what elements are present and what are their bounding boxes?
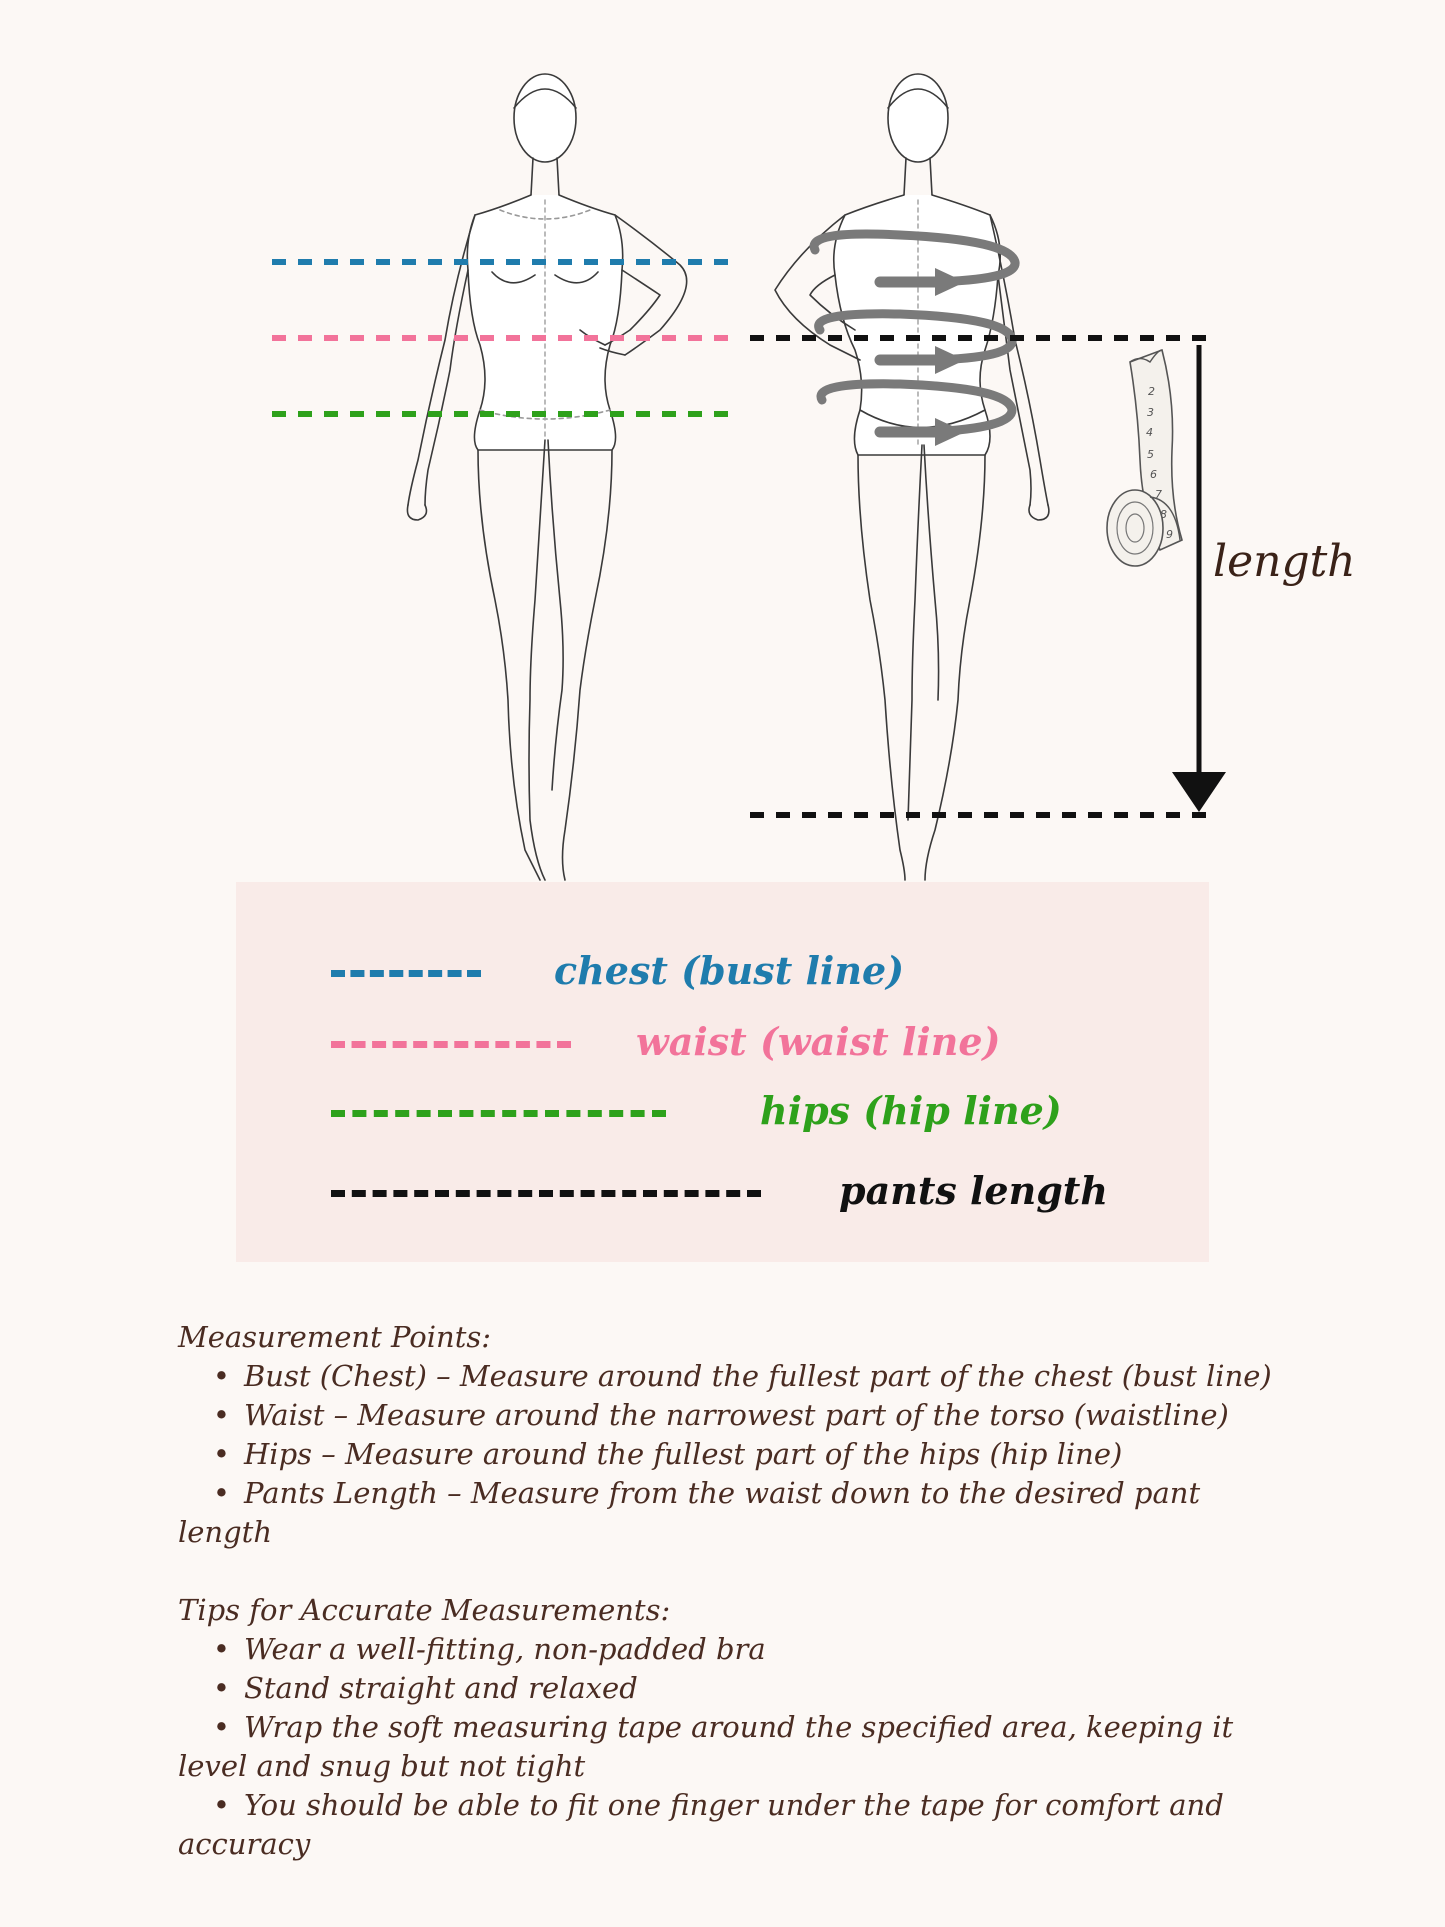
measurement-list: •Bust (Chest) – Measure around the fulle… (178, 1357, 1288, 1552)
measuring-tape-icon: 2 3 4 5 6 7 8 9 (1106, 348, 1183, 567)
legend-item-waist: waist (waist line) (236, 1019, 1209, 1069)
legend-label: hips (hip line) (760, 1088, 1062, 1133)
wrap-arrowheads (935, 268, 965, 446)
list-item: •Stand straight and relaxed (212, 1671, 638, 1705)
back-figure (774, 73, 1050, 881)
tape-mark: 6 (1150, 468, 1157, 481)
legend-swatch (331, 1110, 666, 1117)
legend-label: chest (bust line) (554, 948, 905, 993)
section-title: Measurement Points: (178, 1320, 491, 1354)
hip-wrap-arrow-icon (816, 379, 1017, 437)
tape-mark: 8 (1160, 508, 1167, 521)
list-item: •Waist – Measure around the narrowest pa… (212, 1398, 1229, 1432)
body-measurement-diagram: 2 3 4 5 6 7 8 9 (272, 73, 1226, 881)
legend: chest (bust line) waist (waist line) hip… (236, 882, 1209, 1262)
legend-label: pants length (839, 1168, 1108, 1213)
length-label: length (1213, 536, 1356, 587)
legend-item-pants-length: pants length (236, 1168, 1209, 1218)
section-title: Tips for Accurate Measurements: (178, 1593, 671, 1627)
legend-label: waist (waist line) (636, 1019, 1001, 1064)
chest-wrap-arrow-icon (809, 229, 1020, 287)
waist-wrap-arrow-icon (814, 309, 1017, 365)
tape-mark: 2 (1148, 385, 1155, 398)
tape-mark: 3 (1147, 406, 1154, 419)
legend-swatch (331, 970, 481, 977)
tape-mark: 7 (1155, 488, 1162, 501)
legend-swatch (331, 1041, 571, 1048)
tips-list: •Wear a well-fitting, non-padded bra •St… (178, 1630, 1288, 1864)
legend-swatch (331, 1190, 761, 1197)
measurement-notes: Measurement Points: •Bust (Chest) – Meas… (178, 1318, 1288, 1864)
list-item: •You should be able to fit one finger un… (178, 1788, 1224, 1861)
length-arrowhead-icon (1172, 772, 1226, 812)
measurement-points-section: Measurement Points: •Bust (Chest) – Meas… (178, 1318, 1288, 1552)
list-item: •Wear a well-fitting, non-padded bra (212, 1632, 766, 1666)
tape-mark: 9 (1166, 528, 1173, 541)
wrap-arrows (809, 229, 1020, 438)
legend-item-chest: chest (bust line) (236, 948, 1209, 998)
list-item: •Pants Length – Measure from the waist d… (178, 1476, 1201, 1549)
front-figure (406, 73, 688, 881)
legend-item-hips: hips (hip line) (236, 1088, 1209, 1138)
list-item: •Hips – Measure around the fullest part … (212, 1437, 1123, 1471)
list-item: •Wrap the soft measuring tape around the… (178, 1710, 1234, 1783)
tape-mark: 5 (1147, 448, 1154, 461)
list-item: •Bust (Chest) – Measure around the fulle… (212, 1359, 1272, 1393)
tape-mark: 4 (1146, 426, 1153, 439)
tips-section: Tips for Accurate Measurements: •Wear a … (178, 1591, 1288, 1864)
